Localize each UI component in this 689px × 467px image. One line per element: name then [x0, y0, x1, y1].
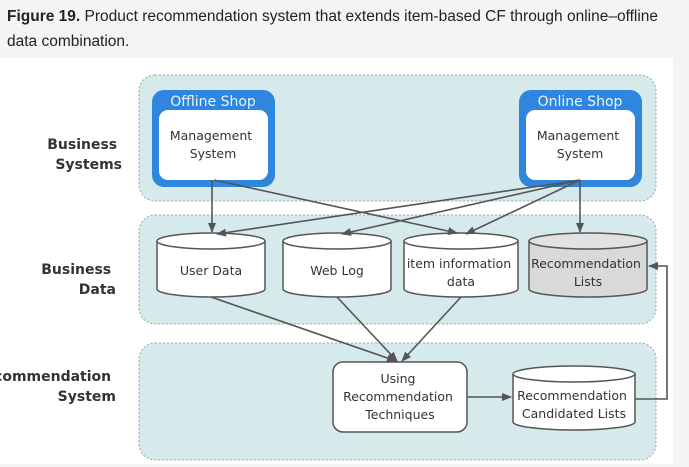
diagram-canvas: Business Systems Business Data Recommend… [0, 74, 668, 461]
online-shop: Online Shop Management System [519, 90, 642, 187]
arrow-offline-to-item-info [213, 179, 458, 235]
arrow-online-to-item-info [465, 179, 581, 235]
recommendation-techniques-process: Using Recommendation Techniques [332, 361, 468, 433]
arrow-user-data-to-process [210, 296, 397, 362]
online-shop-title: Online Shop [538, 94, 623, 110]
online-management-system: Management System [537, 128, 623, 161]
arrow-online-to-user-data [216, 179, 581, 237]
lane-label-recommendation-system: Recommendation System [0, 369, 116, 405]
recommendation-candidated-lists-label: Recommendation Candidated Lists [517, 388, 631, 421]
lane-label-business-data: Business Data [41, 262, 116, 298]
recommendation-lists-label: Recommendation Lists [531, 256, 645, 289]
figure-caption-text: Product recommendation system that exten… [7, 8, 659, 50]
recommendation-lists-store: Recommendation Lists [528, 232, 648, 298]
arrow-online-to-web-log [341, 179, 581, 236]
lane-label-business-systems: Business Systems [47, 137, 122, 173]
arrow-web-log-to-process [336, 296, 398, 362]
diagram-figure: Business Systems Business Data Recommend… [0, 58, 673, 464]
offline-management-system: Management System [170, 128, 256, 161]
figure-caption: Figure 19. Product recommendation system… [7, 4, 687, 54]
arrow-item-info-to-process [401, 296, 462, 362]
item-information-store: item information data [403, 232, 519, 298]
user-data-store: User Data [156, 232, 266, 298]
figure-label: Figure 19. [7, 8, 81, 25]
web-log-label: Web Log [310, 263, 364, 278]
user-data-label: User Data [180, 263, 242, 278]
recommendation-techniques-label: Using Recommendation Techniques [343, 371, 457, 422]
offline-shop-title: Offline Shop [170, 94, 256, 110]
web-log-store: Web Log [282, 232, 392, 298]
arrow-candidates-to-rec-lists [635, 262, 668, 400]
recommendation-candidated-lists-store: Recommendation Candidated Lists [512, 365, 636, 431]
offline-shop: Offline Shop Management System [152, 90, 275, 187]
item-information-label: item information data [407, 256, 515, 289]
